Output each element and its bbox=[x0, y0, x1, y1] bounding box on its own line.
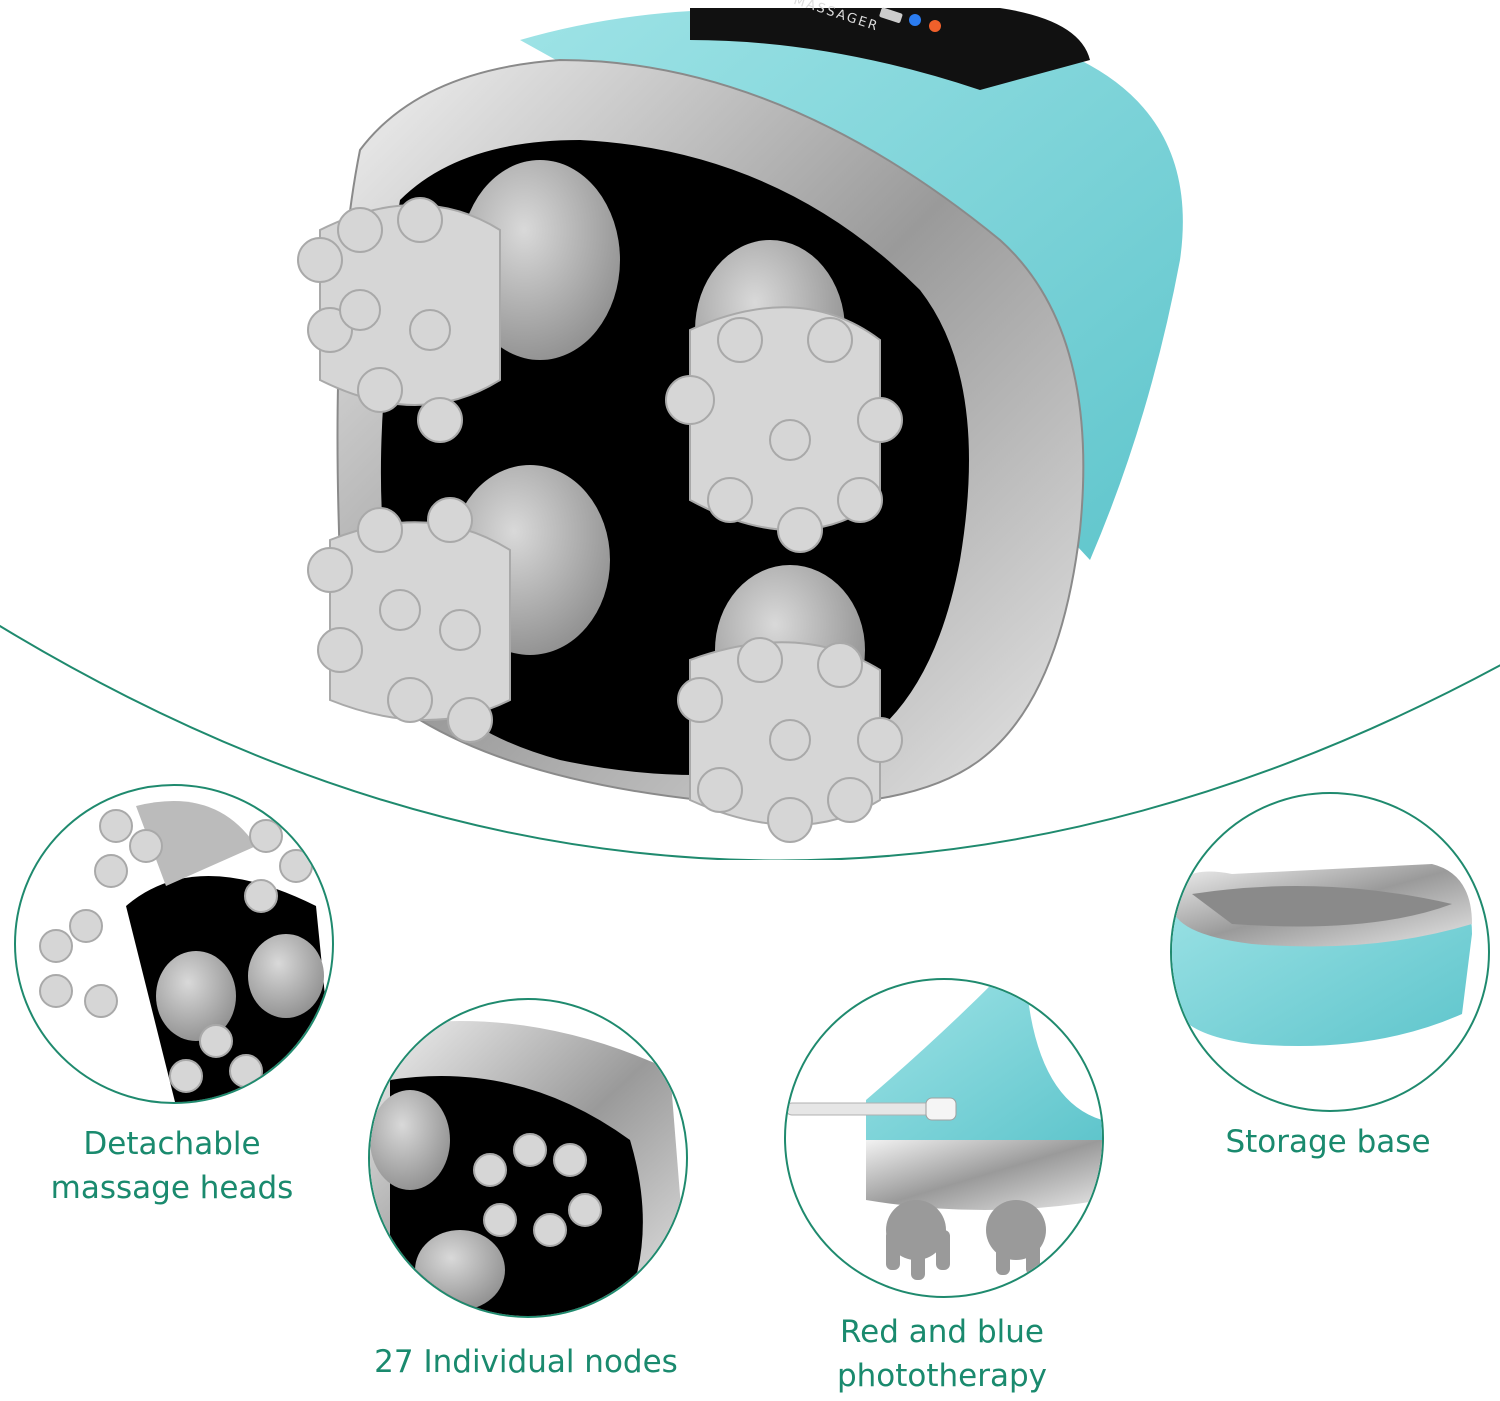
feature-label-storage-base: Storage base bbox=[1150, 1120, 1500, 1164]
feature-label-detachable-heads: Detachable massage heads bbox=[14, 1122, 330, 1210]
feature-label-phototherapy: Red and blue phototherapy bbox=[740, 1310, 1144, 1398]
decorative-arc bbox=[0, 624, 1500, 860]
feature-circle-phototherapy bbox=[784, 978, 1104, 1298]
mode-indicator-blue-icon bbox=[909, 14, 921, 26]
hero-product-image: MASSAGER bbox=[0, 0, 1500, 860]
massage-head-bottom-left bbox=[307, 497, 511, 743]
massage-head-top-left bbox=[297, 197, 501, 443]
feature-label-line: Red and blue bbox=[840, 1314, 1044, 1350]
feature-label-line: Detachable bbox=[83, 1126, 261, 1162]
feature-label-line: massage heads bbox=[50, 1170, 294, 1206]
feature-label-line: phototherapy bbox=[836, 1358, 1048, 1394]
feature-circle-storage-base bbox=[1170, 792, 1490, 1112]
feature-label-line: 27 Individual nodes bbox=[374, 1344, 678, 1380]
massage-head-top-right bbox=[665, 306, 903, 553]
feature-label-individual-nodes: 27 Individual nodes bbox=[320, 1340, 732, 1384]
power-button-icon bbox=[879, 7, 903, 23]
control-panel bbox=[690, 8, 1090, 90]
feature-circle-detachable-heads bbox=[14, 784, 334, 1104]
mode-indicator-red-icon bbox=[929, 20, 941, 32]
feature-circle-individual-nodes bbox=[368, 998, 688, 1318]
feature-label-line: Storage base bbox=[1225, 1124, 1431, 1160]
massage-head-bottom-right bbox=[677, 637, 903, 843]
